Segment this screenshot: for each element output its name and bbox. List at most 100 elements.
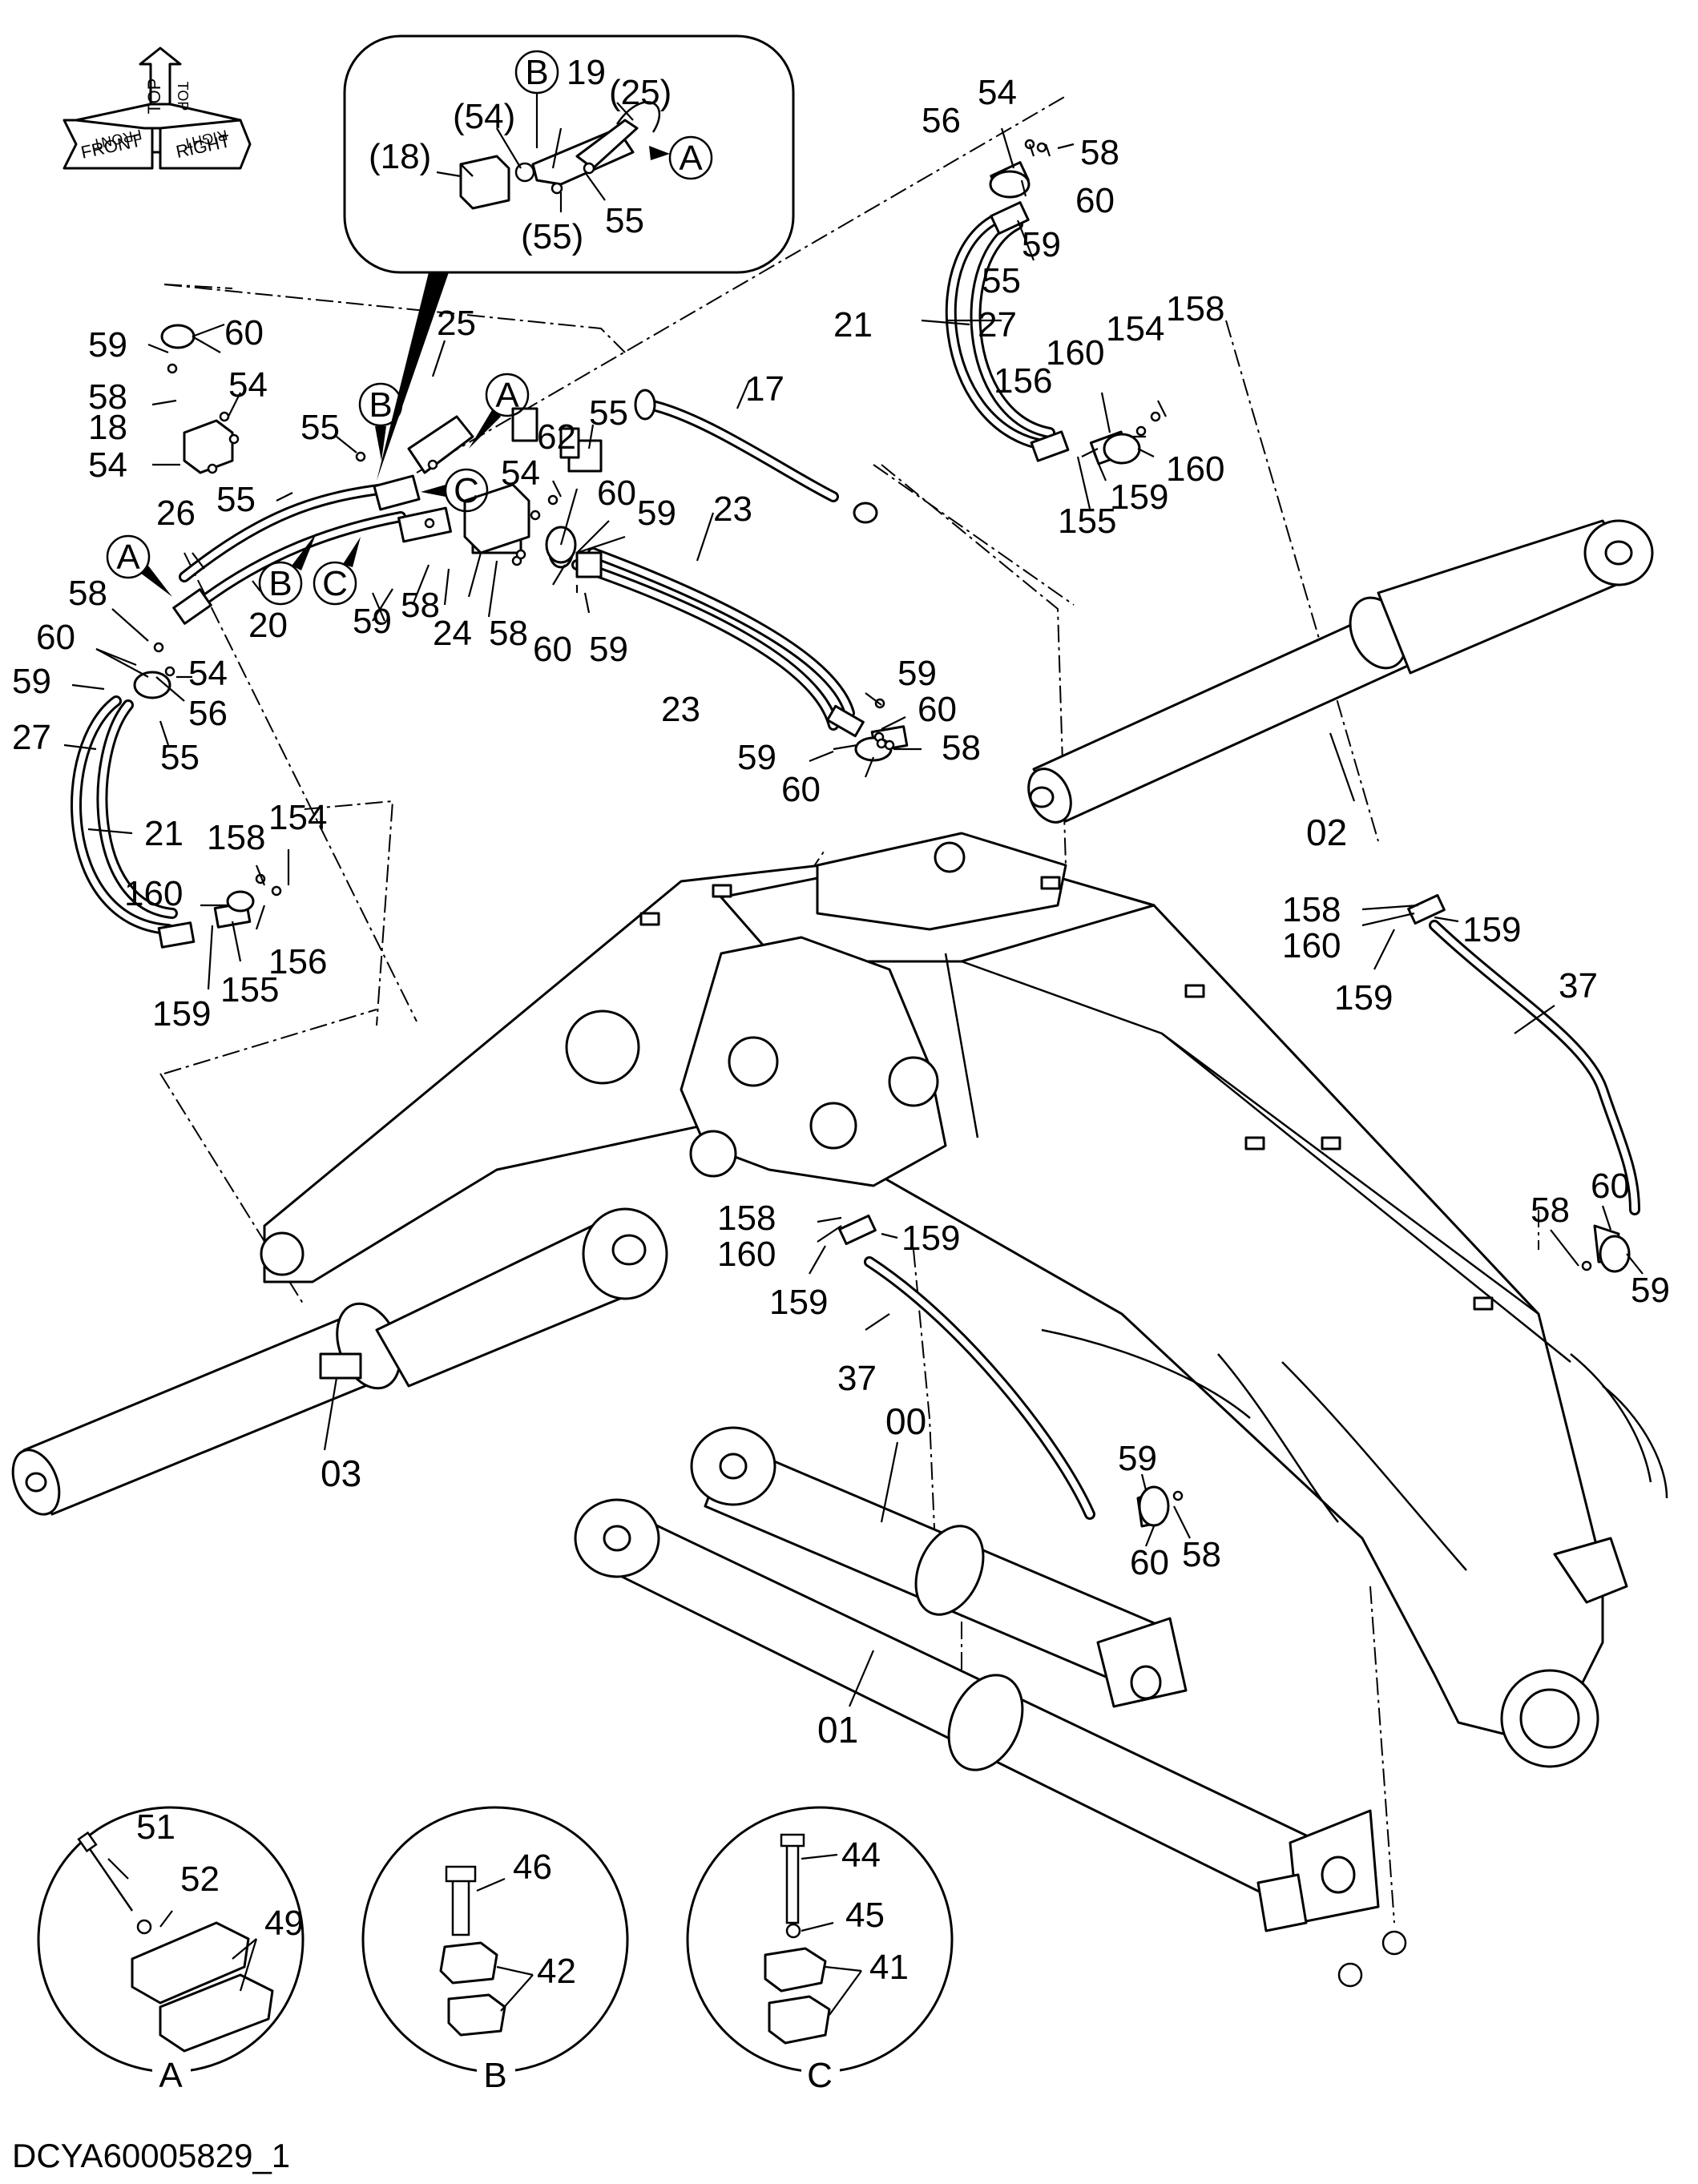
callout-159-c2: 159 [769, 1283, 828, 1322]
callout-154-r: 154 [1106, 309, 1164, 349]
main-markers: B A C A B C [106, 373, 530, 606]
callout-27-a: 27 [12, 718, 51, 757]
callout-160-c: 160 [717, 1235, 776, 1274]
callout-54-r: 54 [978, 73, 1017, 112]
callout-55-d: 55 [160, 738, 200, 777]
detail-a: 51 52 49 A [37, 1806, 305, 2095]
inset-callout-54: (54) [453, 97, 515, 136]
marker-c-left: C [322, 564, 348, 603]
callout-60-d: 60 [36, 618, 75, 657]
callout-56-r: 56 [922, 101, 961, 140]
inset-callout-19: 19 [567, 53, 606, 92]
detail-c-caption: C [807, 2056, 833, 2095]
callout-59-a: 59 [88, 325, 127, 365]
callout-58-r: 58 [1080, 133, 1119, 172]
loose-parts [133, 139, 1631, 1527]
drawing-code: DCYA60005829_1 [12, 2137, 290, 2174]
callout-59-d: 59 [589, 630, 628, 669]
callout-23-a: 23 [713, 490, 752, 529]
callout-159-r3: 159 [1462, 910, 1521, 949]
callout-60-r: 60 [1075, 181, 1115, 220]
callout-58-r5: 58 [1531, 1191, 1570, 1230]
callout-37-c: 37 [837, 1359, 877, 1398]
detail-a-callout-49: 49 [264, 1904, 304, 1943]
callout-25: 25 [437, 304, 476, 343]
callout-60-c: 60 [533, 630, 572, 669]
callout-155-r: 155 [1058, 502, 1116, 541]
inset-callout-18: (18) [369, 137, 431, 176]
orientation-arrow-icon: TOP FRONT RIGHT FRONT RIGHT TOP [63, 46, 252, 170]
callouts-center: 158 160 159 159 37 59 60 58 03 00 01 [321, 1199, 1221, 1751]
callout-60-a: 60 [224, 313, 264, 353]
callout-54-a: 54 [228, 365, 268, 405]
callout-159-r4: 159 [1334, 978, 1393, 1017]
cylinder-03 [11, 1207, 668, 1516]
callout-156-a: 156 [268, 942, 327, 981]
callout-158-r3: 158 [1282, 890, 1341, 929]
detail-c: 44 45 41 C [686, 1806, 954, 2095]
inset-callout-55: 55 [605, 201, 644, 240]
callout-62: 62 [537, 417, 576, 457]
callout-03: 03 [321, 1453, 361, 1494]
detail-c-callout-44: 44 [841, 1835, 881, 1875]
callout-21-r: 21 [833, 305, 873, 345]
detail-b-callout-46: 46 [513, 1848, 552, 1887]
callout-154-a: 154 [268, 798, 327, 837]
inset-callout-55-paren: (55) [521, 217, 583, 256]
callout-159-c: 159 [901, 1219, 960, 1258]
inset-marker-a: A [679, 139, 703, 178]
callout-59-f: 59 [897, 654, 937, 693]
callout-160-r3: 160 [1282, 926, 1341, 965]
callout-60-r5: 60 [1591, 1167, 1630, 1206]
callout-58-d: 58 [68, 574, 107, 613]
callout-37-r: 37 [1559, 966, 1598, 1005]
callouts-upper-left: 59 60 58 54 18 54 55 25 55 62 55 54 60 5… [12, 304, 981, 1034]
callout-54-b: 54 [88, 445, 127, 485]
leader-lines [63, 127, 1644, 1707]
callout-59-g: 59 [737, 738, 776, 777]
callout-158-r: 158 [1166, 289, 1224, 328]
callout-58-a: 58 [88, 377, 127, 417]
callout-20: 20 [248, 606, 288, 645]
marker-a-upper: A [495, 376, 519, 415]
callout-160-a: 160 [124, 874, 183, 913]
orientation-back-top-label: TOP [175, 82, 191, 111]
callout-23-b: 23 [661, 690, 700, 729]
callout-55-b: 55 [216, 480, 256, 519]
cylinder-02 [1027, 519, 1654, 824]
callout-160-r: 160 [1046, 333, 1104, 373]
detail-b: 46 42 B [361, 1806, 629, 2095]
callout-55-r: 55 [982, 261, 1021, 300]
detail-c-callout-45: 45 [845, 1896, 885, 1935]
callout-59-c: 59 [353, 602, 392, 641]
callout-156-r: 156 [994, 361, 1052, 401]
callout-17: 17 [745, 369, 784, 409]
callout-59-c: 59 [1118, 1439, 1157, 1478]
callouts-right: 54 56 58 60 59 55 21 27 158 154 160 156 … [833, 73, 1670, 1310]
detail-a-caption: A [159, 2056, 183, 2095]
callout-27-r: 27 [978, 305, 1017, 345]
cylinder-00 [690, 1426, 1188, 1708]
callout-01: 01 [817, 1709, 858, 1751]
inset-marker-b: B [525, 53, 548, 92]
marker-a-left: A [116, 538, 140, 577]
callout-159-a: 159 [152, 994, 211, 1034]
callout-160-r2: 160 [1166, 449, 1224, 489]
callout-155-a: 155 [220, 970, 279, 1009]
callout-59-b: 59 [637, 494, 676, 533]
marker-b-upper: B [369, 385, 392, 425]
detail-a-callout-51: 51 [136, 1807, 175, 1847]
orientation-top-label: TOP [144, 79, 164, 115]
detail-b-callout-42: 42 [537, 1952, 576, 1991]
callout-60-b: 60 [597, 473, 636, 513]
callout-00: 00 [885, 1400, 926, 1442]
callout-18: 18 [88, 408, 127, 447]
inset-callout-25: (25) [609, 73, 672, 112]
callout-59-e: 59 [12, 662, 51, 701]
cylinder-01 [574, 1498, 1407, 1988]
boom [260, 832, 1668, 1768]
callout-60-e: 60 [918, 690, 957, 729]
callout-24: 24 [433, 614, 472, 653]
